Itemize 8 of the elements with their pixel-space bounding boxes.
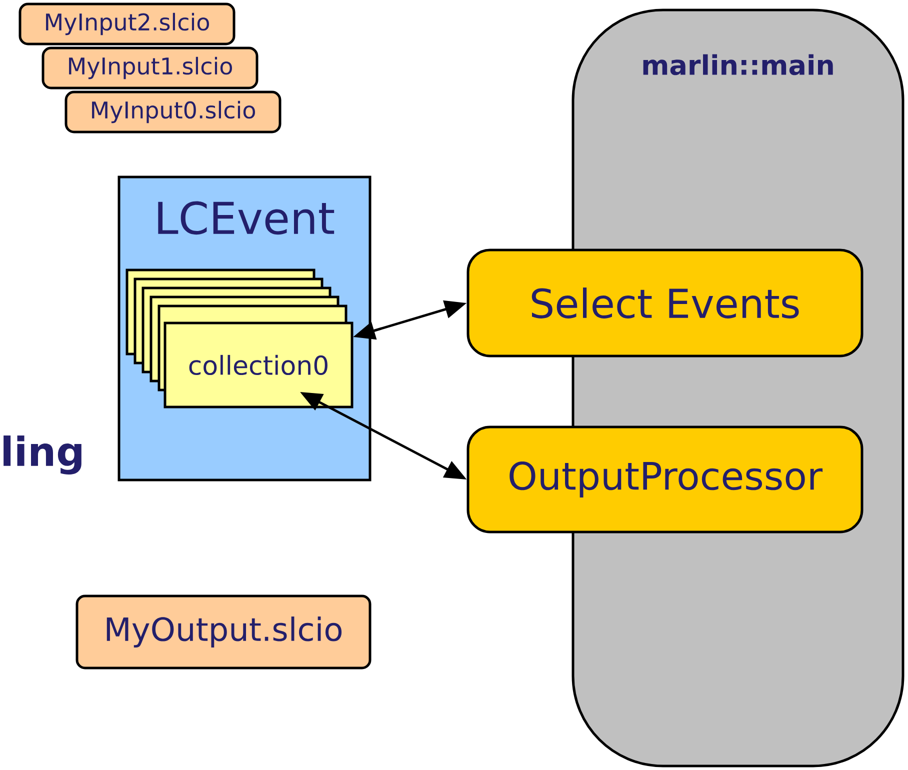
processor-box: Select Events (466, 248, 864, 358)
file-box: MyInput2.slcio (18, 2, 236, 46)
file-box: MyInput1.slcio (42, 46, 258, 90)
collection-sheet: collection0 (164, 322, 354, 408)
processor-box: OutputProcessor (466, 426, 864, 534)
file-box: MyOutput.slcio (76, 594, 372, 670)
file-box: MyInput0.slcio (64, 90, 282, 134)
partial-word: ling (4, 436, 82, 474)
